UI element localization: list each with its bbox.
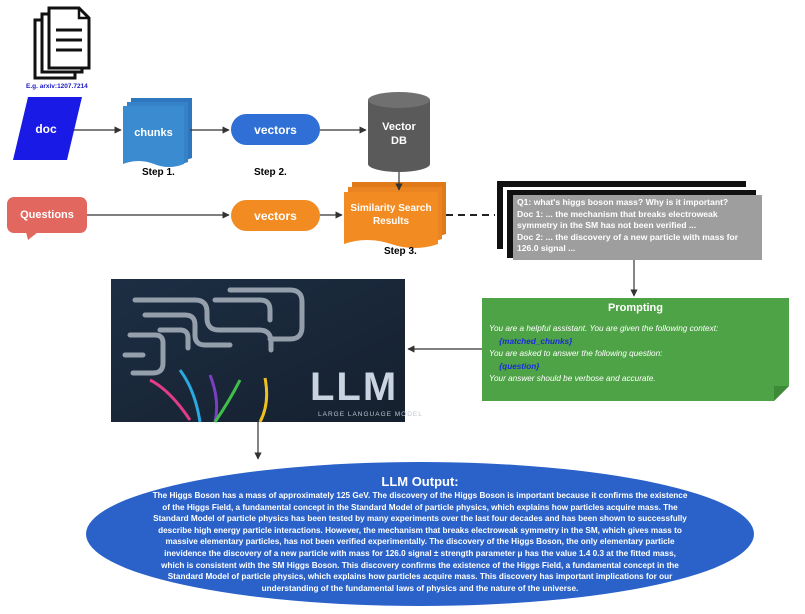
output-line: understanding of the fundamental laws of… — [261, 583, 579, 593]
output-line: Standard Model of particle physics has b… — [153, 514, 687, 524]
results-text: Q1: what's higgs boson mass? Why is it i… — [517, 197, 762, 255]
results-line: Q1: what's higgs boson mass? Why is it i… — [517, 197, 729, 207]
matched-chunks-placeholder: {matched_chunks} — [499, 336, 573, 346]
output-line: inevidence the discovery of a new partic… — [164, 548, 676, 558]
vectors-pill-blue — [231, 114, 320, 145]
prompting-line: Your answer should be verbose and accura… — [489, 374, 656, 383]
output-line: of the Higgs Field, a fundamental concep… — [162, 502, 678, 512]
prompting-title: Prompting — [608, 302, 663, 314]
search-label-line2: Results — [372, 216, 410, 227]
step2-label: Step 2. — [254, 167, 287, 178]
results-line: 126.0 signal ... — [517, 243, 576, 253]
output-line: Standard Model of particle physics, whic… — [167, 572, 673, 582]
vectors-pill-orange — [231, 200, 320, 231]
search-label-line1: Similarity Search — [350, 203, 432, 214]
doc-label: doc — [35, 122, 57, 136]
output-line: The Higgs Boson has a mass of approximat… — [152, 491, 688, 500]
step3-label: Step 3. — [384, 246, 417, 257]
vectors-label-2: vectors — [254, 208, 297, 223]
prompting-note — [482, 298, 789, 401]
vector-db-label-line1: Vector — [382, 121, 416, 133]
search-results-shape — [344, 182, 446, 248]
llm-subtitle: LARGE LANGUAGE MODEL — [318, 411, 423, 418]
prompting-line: You are asked to answer the following qu… — [489, 349, 663, 358]
questions-callout — [7, 197, 87, 240]
output-line: describe high energy particle interactio… — [158, 525, 682, 535]
prompting-body: You are a helpful assistant. You are giv… — [489, 323, 785, 386]
results-line: Doc 2: ... the discovery of a new partic… — [517, 231, 739, 242]
llm-image — [111, 279, 405, 423]
document-stack-icon — [33, 6, 91, 80]
llm-output-ellipse — [86, 462, 754, 606]
vector-db-label-line2: DB — [391, 135, 407, 147]
doc-shape — [13, 97, 82, 160]
llm-output-body: The Higgs Boson has a mass of approximat… — [96, 490, 744, 594]
vector-db-cylinder — [368, 92, 430, 172]
output-line: which is consistent with the SM Higgs Bo… — [161, 560, 679, 570]
chunks-shape — [123, 98, 192, 167]
llm-output-title: LLM Output: — [381, 474, 459, 489]
doc-id-label: E.g. arxiv:1207.7214 — [26, 83, 88, 90]
chunks-label: chunks — [134, 127, 173, 139]
results-line: symmetry in the SM has not been verified… — [517, 220, 697, 230]
results-line: Doc 1: ... the mechanism that breaks ele… — [517, 208, 718, 219]
questions-label: Questions — [20, 209, 74, 221]
output-line: massive elementary particles, has not be… — [165, 537, 675, 547]
prompting-line: You are a helpful assistant. You are giv… — [489, 324, 719, 333]
question-placeholder: {question} — [499, 361, 540, 371]
results-card-stack — [497, 181, 762, 260]
step1-label: Step 1. — [142, 167, 175, 178]
vectors-label-1: vectors — [254, 122, 297, 137]
llm-word: LLM — [310, 365, 399, 409]
